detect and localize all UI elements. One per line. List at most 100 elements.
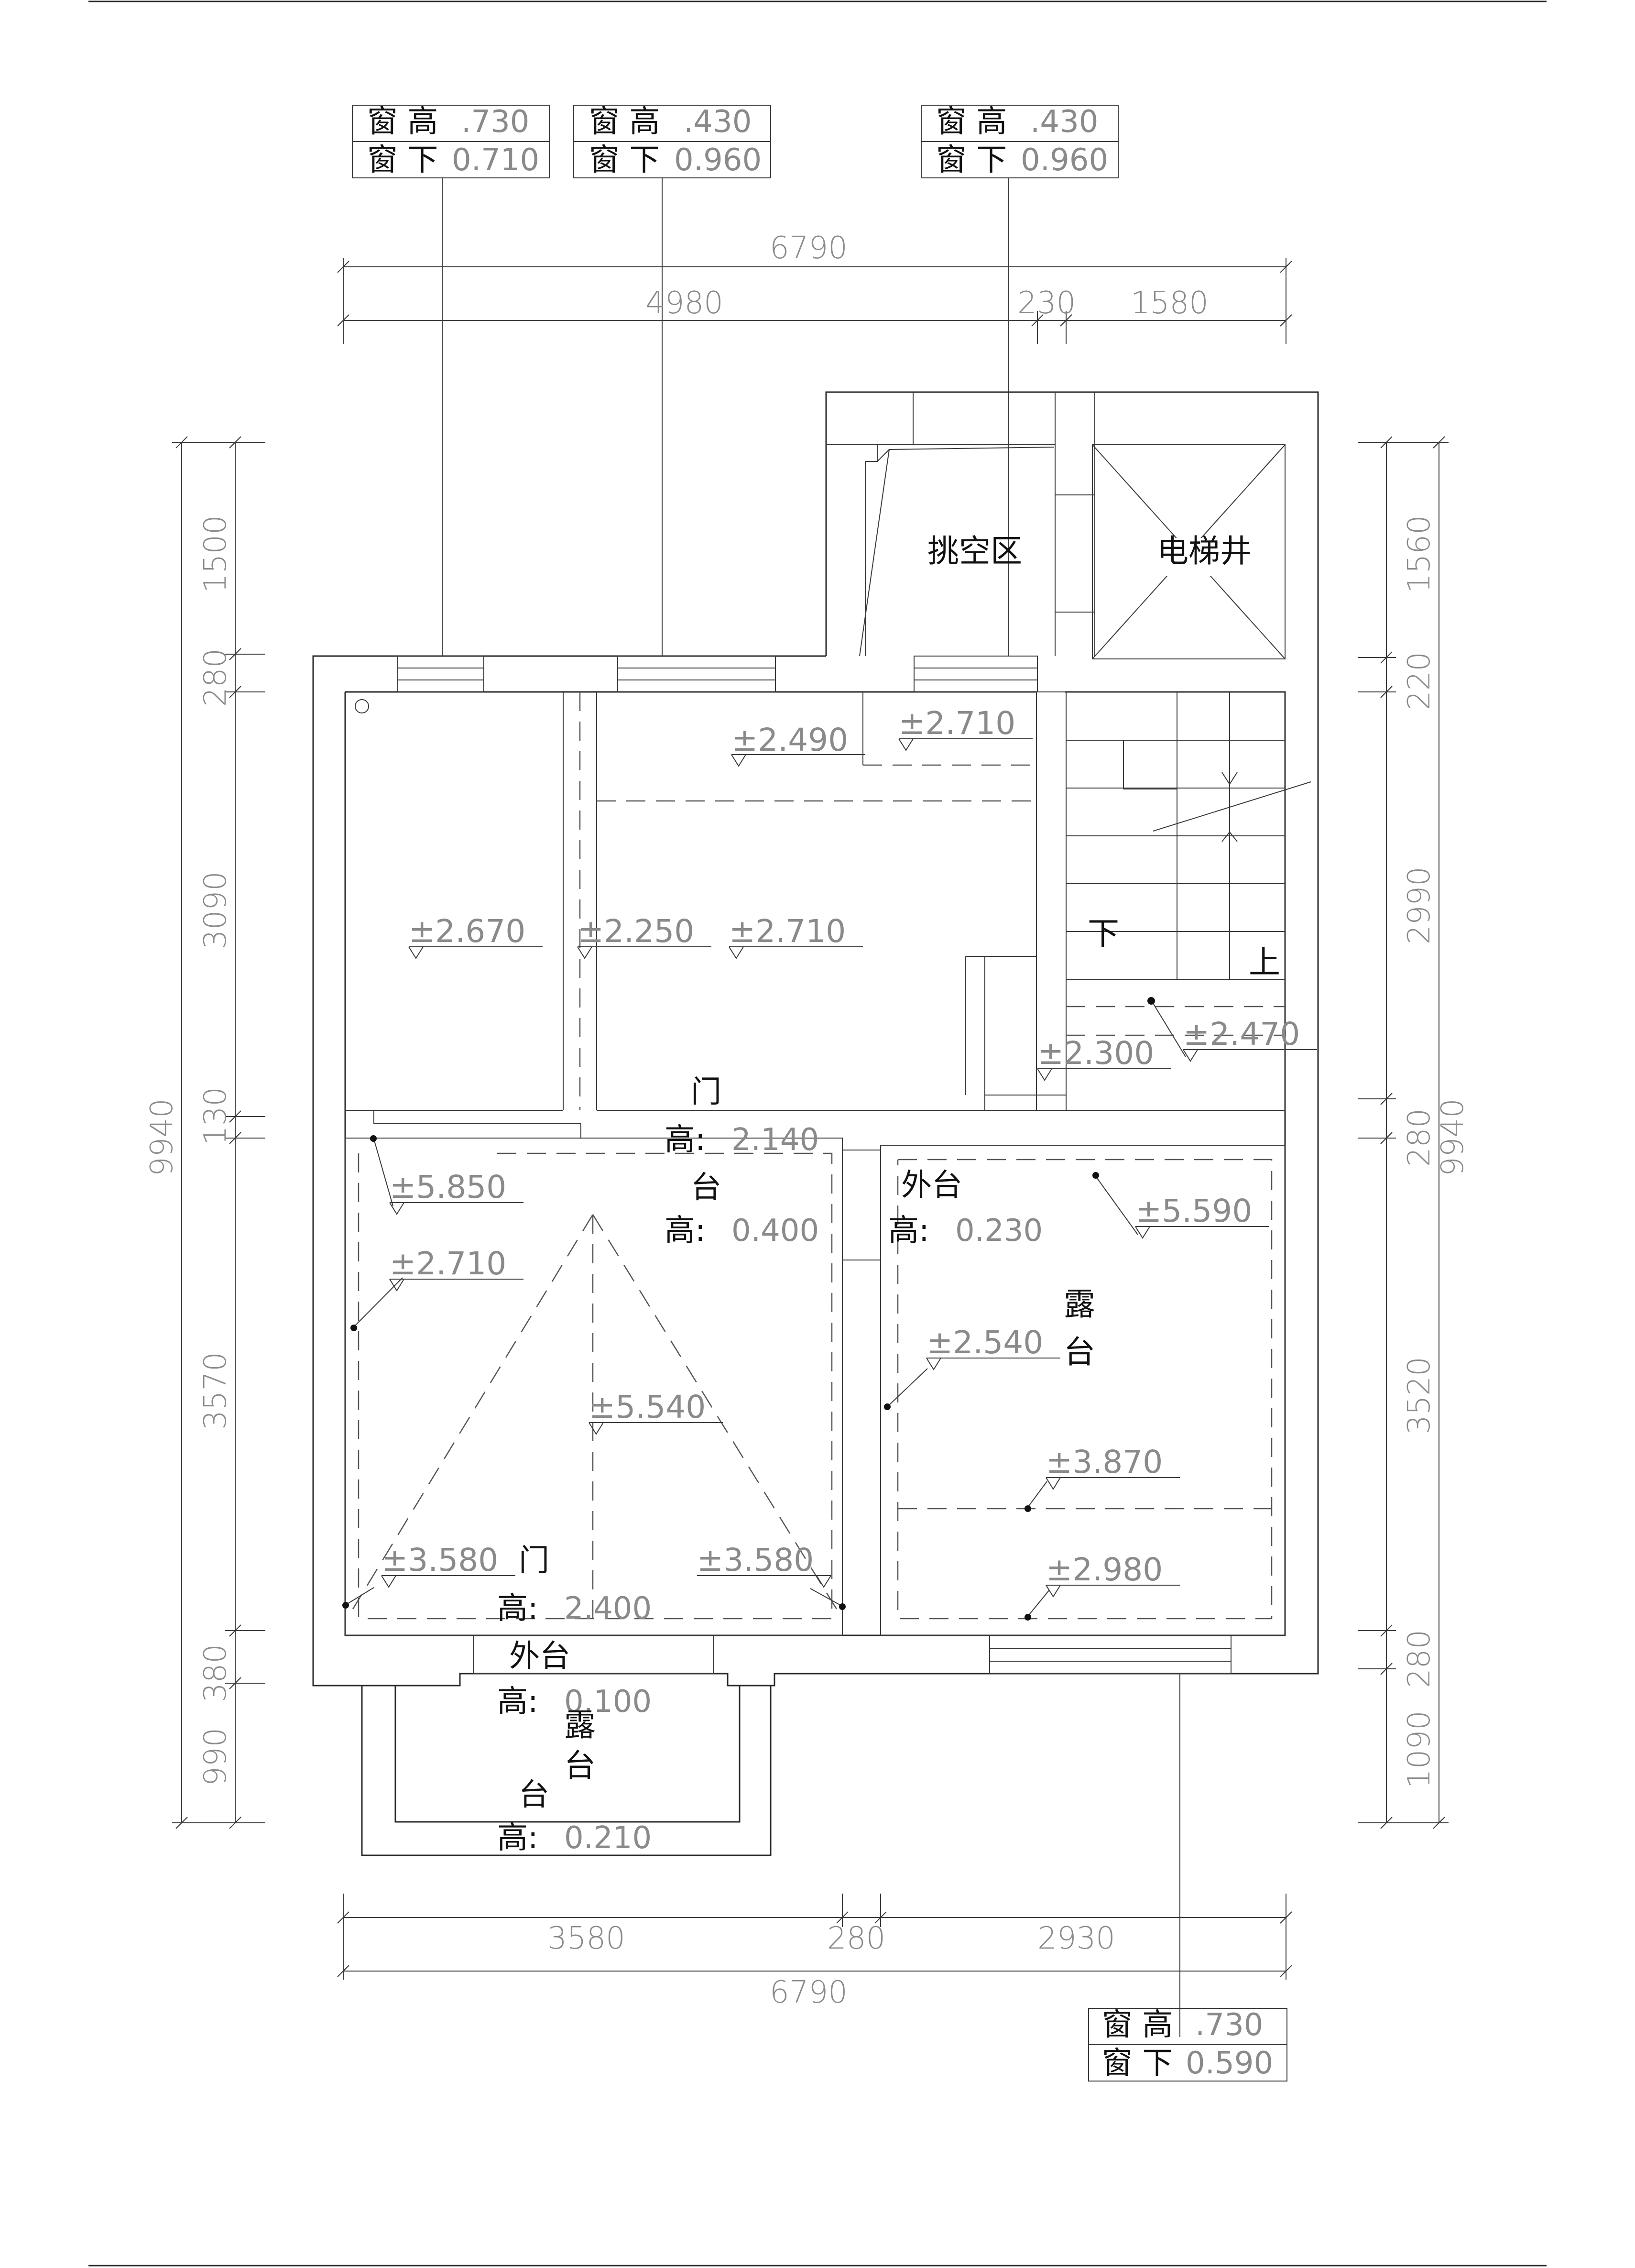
svg-text:±5.850: ±5.850 — [390, 1169, 506, 1205]
door2-label: 门 — [519, 1543, 549, 1578]
dim-top-seg3: 1580 — [1131, 285, 1209, 321]
svg-text:窗 高: 窗 高 — [1102, 2007, 1173, 2043]
sill1-label: 台 — [691, 1170, 721, 1205]
svg-text:窗 下: 窗 下 — [936, 142, 1007, 178]
terrace-right-char1: 露 — [1064, 1286, 1095, 1323]
svg-text:±2.300: ±2.300 — [1037, 1035, 1154, 1072]
svg-text:±2.490: ±2.490 — [731, 722, 848, 758]
level-2980: ±2.980 — [1046, 1551, 1180, 1598]
dim-left-seg-3570: 3570 — [198, 1352, 233, 1430]
stair-down-label: 下 — [1088, 915, 1119, 952]
dim-right-seg-280b: 280 — [1402, 1630, 1437, 1688]
dim-left-seg-380: 380 — [198, 1644, 233, 1702]
middle-column — [842, 1150, 881, 1260]
dim-left-seg-1500: 1500 — [198, 515, 233, 593]
lower-door-frame — [473, 1635, 714, 1674]
elevator-shaft: 电梯井 — [1092, 444, 1286, 659]
svg-text:±2.540: ±2.540 — [926, 1324, 1043, 1361]
svg-text:.730: .730 — [461, 104, 530, 140]
level-2670: ±2.670 — [408, 913, 543, 959]
sill2-height-label: 高: — [497, 1820, 538, 1856]
svg-text:窗 高: 窗 高 — [589, 104, 660, 140]
bottom-dimensions: 3580 280 2930 6790 — [337, 1894, 1292, 2010]
dim-right-seg-280a: 280 — [1402, 1108, 1437, 1167]
level-2710-a: ±2.710 — [898, 705, 1033, 751]
top-dimensions: 6790 4980 230 1580 — [337, 230, 1292, 344]
level-2490: ±2.490 — [731, 722, 865, 767]
svg-text:.430: .430 — [684, 104, 752, 140]
top-windows — [397, 656, 1038, 692]
dim-bottom-seg3: 2930 — [1037, 1921, 1115, 1956]
door2-height-value: 2.400 — [564, 1591, 652, 1626]
level-2710-b: ±2.710 — [729, 913, 863, 959]
level-3870: ±3.870 — [1046, 1444, 1180, 1490]
terrace-bottom-char2: 台 — [564, 1747, 596, 1784]
dim-bottom-total: 6790 — [770, 1975, 848, 2010]
dim-right-seg-2990: 2990 — [1402, 866, 1437, 944]
dim-left-total: 9940 — [144, 1098, 180, 1176]
level-2540: ±2.540 — [926, 1324, 1060, 1370]
window-tag-2: 窗 高 .430 窗 下 0.960 — [573, 104, 771, 178]
door1-label: 门 — [691, 1074, 721, 1110]
level-2250: ±2.250 — [577, 913, 711, 959]
dim-right-total: 9940 — [1435, 1098, 1471, 1176]
dim-top-seg2: 230 — [1017, 285, 1076, 321]
dim-left-seg-130: 130 — [198, 1087, 233, 1145]
dim-top-total: 6790 — [770, 230, 848, 266]
svg-text:±5.540: ±5.540 — [589, 1389, 706, 1425]
window-tag-4: 窗 高 .730 窗 下 0.590 — [1088, 2007, 1287, 2082]
ext-sill2-height-label: 高: — [497, 1684, 538, 1720]
svg-text:窗 高: 窗 高 — [936, 104, 1007, 140]
svg-text:0.960: 0.960 — [1021, 142, 1108, 178]
lower-right-terrace: 露 台 — [880, 1145, 1286, 1674]
svg-text:窗 下: 窗 下 — [589, 142, 660, 178]
dim-bottom-seg2: 280 — [827, 1921, 885, 1956]
svg-text:±3.580: ±3.580 — [382, 1542, 498, 1578]
window-tag-3: 窗 高 .430 窗 下 0.960 — [921, 104, 1119, 178]
svg-text:窗 下: 窗 下 — [1102, 2046, 1173, 2081]
overhang-label: 挑空区 — [927, 533, 1022, 570]
door1-height-value: 2.140 — [731, 1122, 819, 1158]
level-2710-c: ±2.710 — [389, 1245, 523, 1292]
svg-text:±2.710: ±2.710 — [390, 1245, 506, 1282]
ext-sill1-label: 外台 — [901, 1168, 962, 1203]
svg-text:±2.980: ±2.980 — [1046, 1551, 1163, 1588]
dim-bottom-seg1: 3580 — [547, 1921, 625, 1956]
level-2300: ±2.300 — [1037, 1035, 1171, 1081]
ext-sill2-height-value: 0.100 — [564, 1684, 652, 1720]
dim-right-seg-1560: 1560 — [1402, 515, 1437, 593]
svg-text:±2.710: ±2.710 — [899, 705, 1015, 742]
window-tag-1: 窗 高 .730 窗 下 0.710 — [352, 104, 550, 178]
terrace-right-char2: 台 — [1064, 1334, 1095, 1370]
sill1-height-value: 0.400 — [731, 1213, 819, 1249]
ext-sill1-height-label: 高: — [888, 1213, 929, 1249]
level-markers: ±2.490 ±2.710 ±2.670 ±2.250 ±2.710 ±2.30… — [381, 705, 1317, 1598]
level-5590: ±5.590 — [1135, 1193, 1269, 1239]
dim-right-seg-1090: 1090 — [1402, 1710, 1437, 1788]
ext-sill1-height-value: 0.230 — [955, 1213, 1043, 1249]
dim-left-seg-3090: 3090 — [198, 871, 233, 949]
svg-text:±3.580: ±3.580 — [697, 1542, 814, 1578]
overhang-area: 挑空区 — [826, 392, 1095, 657]
door1-height-label: 高: — [665, 1122, 706, 1158]
level-3580-b: ±3.580 — [697, 1542, 831, 1588]
terrace-bottom-char1: 露 — [564, 1707, 596, 1743]
svg-text:±3.870: ±3.870 — [1046, 1444, 1163, 1480]
sill2-height-value: 0.210 — [564, 1820, 652, 1856]
sill2-label: 台 — [519, 1777, 549, 1813]
svg-text:0.710: 0.710 — [452, 142, 539, 178]
svg-text:0.960: 0.960 — [674, 142, 762, 178]
level-2470: ±2.470 — [1147, 997, 1317, 1062]
left-dimensions: 9940 1500 280 3090 130 3570 380 990 — [144, 436, 265, 1829]
level-3580-a: ±3.580 — [381, 1542, 515, 1588]
dim-right-seg-220: 220 — [1402, 652, 1437, 710]
ext-sill2-label: 外台 — [509, 1639, 570, 1674]
dim-right-seg-3520: 3520 — [1402, 1357, 1437, 1435]
svg-text:±2.470: ±2.470 — [1183, 1016, 1300, 1052]
sill1-height-label: 高: — [665, 1213, 706, 1249]
svg-text:±2.670: ±2.670 — [409, 913, 525, 950]
svg-text:±2.710: ±2.710 — [729, 913, 846, 950]
upper-partitions — [345, 691, 1066, 1138]
svg-text:±2.250: ±2.250 — [578, 913, 694, 950]
